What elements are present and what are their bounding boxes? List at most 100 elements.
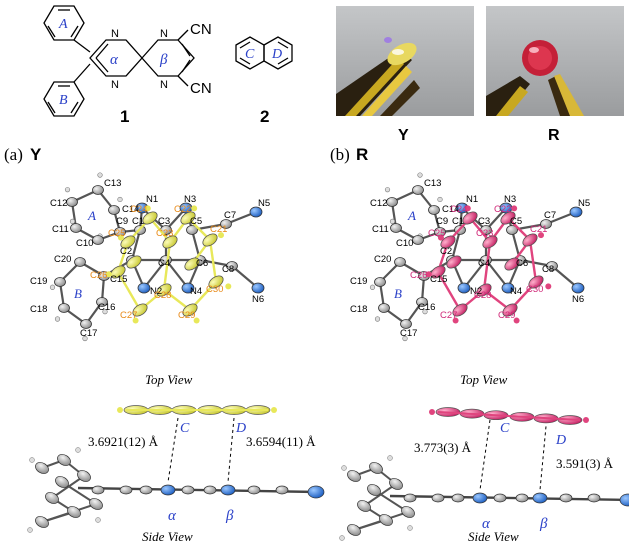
guest-hydrogen-atom: [429, 409, 435, 415]
guest-carbon-atom: [528, 275, 544, 289]
carbon-atom: [367, 484, 381, 496]
atom-label: C13: [104, 178, 121, 189]
guest-carbon-atom: [440, 235, 456, 249]
panel-b-side-view-caption: Side View: [468, 529, 519, 544]
n-atom: N: [111, 79, 119, 91]
carbon-atom: [92, 185, 104, 195]
guest-bond: [116, 271, 142, 311]
atom-label: C20: [54, 254, 71, 265]
bond: [143, 259, 167, 289]
nitrogen-atom: [160, 484, 176, 496]
panel-a-ring-d: D: [235, 421, 246, 436]
guest-carbon-atom: [184, 257, 200, 271]
atom-label: C1: [452, 216, 464, 227]
carbon-atom: [416, 297, 428, 307]
carbon-atom: [412, 235, 424, 245]
atom-label: N4: [510, 286, 522, 297]
atom-label: C30: [206, 284, 223, 295]
atom-label: C18: [30, 304, 47, 315]
guest-hydrogen-atom: [191, 205, 198, 212]
nitrogen-atom: [251, 282, 265, 294]
guest-hydrogen-atom: [218, 232, 224, 239]
panel-a-form: Y: [30, 145, 42, 164]
carbon-atom: [357, 500, 371, 512]
nitrogen-atom: [181, 282, 195, 294]
panel-a-side-view: [27, 405, 325, 533]
carbon-atom: [70, 223, 82, 233]
guest-carbon-atom: [208, 275, 224, 289]
atom-label: C25: [428, 228, 445, 239]
atom-label: C5: [190, 216, 202, 227]
carbon-atom: [587, 493, 601, 503]
contact-line-right: [227, 417, 235, 483]
atom-label: C23: [156, 228, 173, 239]
hydrogen-atom: [29, 457, 35, 463]
carbon-atom: [203, 485, 217, 495]
compound-1-labels: A B α β N N N N CN CN 1: [58, 17, 212, 126]
compound-1-number: 1: [120, 107, 129, 126]
cn-bottom-label: CN: [190, 80, 212, 97]
guest-carbon-atom: [142, 211, 158, 225]
atom-label: C26: [410, 270, 427, 281]
ring-beta-label: β: [159, 52, 168, 68]
atom-label: C7: [544, 210, 556, 221]
guest-bond: [437, 411, 581, 421]
atom-label: C2: [120, 246, 132, 257]
atom-label: C21: [530, 224, 547, 235]
carbon-atom: [92, 235, 104, 245]
guest-hydrogen-atom: [144, 205, 151, 212]
carbon-atom: [559, 493, 573, 503]
atom-label: C18: [350, 304, 367, 315]
atom-label: C9: [116, 216, 128, 227]
guest-hydrogen-atom: [225, 283, 232, 290]
carbon-atom: [35, 462, 49, 474]
compound-1-structure: [43, 5, 195, 117]
panel-b-distance-left: 3.773(3) Å: [414, 440, 472, 455]
cn-top-label: CN: [190, 21, 212, 38]
atom-label: C21: [210, 224, 227, 235]
atom-label: C12: [370, 198, 387, 209]
hydrogen-atom: [374, 316, 381, 322]
carbon-atom: [389, 478, 403, 490]
guest-bond: [482, 241, 492, 291]
atom-label: C22: [174, 204, 191, 215]
carbon-atom: [186, 225, 198, 235]
nitrogen-atom: [307, 485, 325, 499]
hydrogen-atom: [402, 335, 408, 342]
compound-2-structure: [235, 36, 293, 70]
carbon-atom: [89, 498, 103, 510]
ring-a-label: A: [87, 208, 96, 223]
hydrogen-atom: [417, 172, 423, 178]
bond: [130, 229, 142, 261]
atom-label: C5: [510, 216, 522, 227]
atom-label: N3: [504, 194, 516, 205]
panel-b-form: R: [356, 145, 368, 164]
bond: [450, 229, 462, 261]
atom-label: N4: [190, 286, 202, 297]
guest-carbon-atom: [504, 257, 520, 271]
panel-a-ring-alpha: α: [168, 508, 177, 524]
panel-a-prefix: (a): [4, 145, 23, 164]
hydrogen-atom: [27, 527, 33, 533]
guest-hydrogen-atom: [511, 205, 518, 212]
panel-b-ring-d: D: [555, 433, 566, 448]
atom-label: C1: [132, 216, 144, 227]
hydrogen-atom: [437, 196, 443, 203]
nitrogen-atom: [249, 206, 263, 218]
hydrogen-atom: [102, 309, 108, 315]
guest-carbon-atom: [502, 303, 518, 317]
guest-hydrogen-atom: [105, 271, 112, 278]
nitrogen-atom: [137, 282, 151, 294]
panel-a-distance-left: 3.6921(12) Å: [88, 434, 159, 449]
panel-b-side-view: [339, 407, 629, 541]
ring-a-label: A: [407, 208, 416, 223]
atom-label: C17: [80, 328, 97, 339]
atom-label: N5: [578, 198, 590, 209]
guest-carbon-atom: [482, 235, 498, 249]
carbon-atom: [74, 257, 86, 267]
atom-label: C28: [154, 290, 171, 301]
atom-label: C29: [178, 310, 195, 321]
carbon-atom: [394, 257, 406, 267]
